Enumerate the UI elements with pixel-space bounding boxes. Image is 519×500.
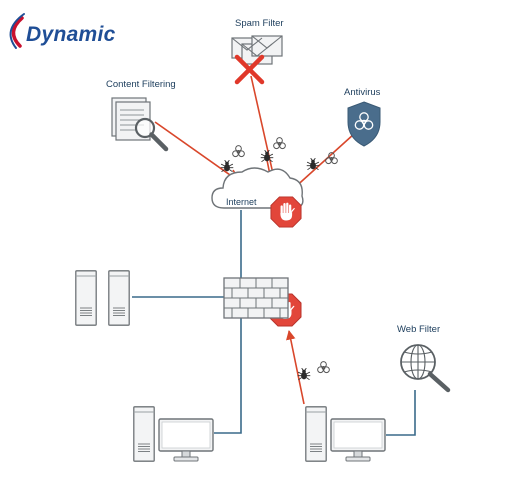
biohazard-icon: [317, 361, 330, 374]
brick-wall-icon: [223, 277, 289, 319]
dynamic-logo: Dynamic: [4, 8, 124, 52]
logo-swoosh-icon: [9, 13, 25, 49]
desktop-tower-icon: [305, 406, 327, 462]
malware-markers: [220, 137, 338, 380]
envelope-stack-with-red-x-icon: [231, 35, 283, 85]
bug-icon: [306, 158, 320, 170]
logo-text: Dynamic: [26, 23, 116, 46]
small-threat-arrow-center: [266, 159, 275, 196]
biohazard-icon: [325, 152, 338, 165]
biohazard-icon: [273, 137, 286, 150]
webfilter-pc-right-link: [386, 390, 416, 436]
spam-threat-arrow: [250, 75, 281, 197]
network-links: [132, 210, 416, 436]
server-tower-icon: [75, 270, 97, 326]
bug-icon: [220, 160, 234, 172]
content-threat-arrow: [154, 121, 275, 207]
document-magnifier-icon: [111, 97, 169, 152]
firewall-pc-left-link: [214, 318, 242, 434]
web-filter-label: Web Filter: [397, 324, 441, 335]
antivirus-label: Antivirus: [344, 87, 381, 98]
internet-label: Internet: [226, 197, 257, 207]
content-filtering-label: Content Filtering: [106, 79, 176, 90]
small-threat-arrow-left: [232, 169, 251, 199]
stop-hand-icon: [270, 196, 302, 228]
desktop-monitor-icon: [330, 418, 386, 462]
bug-icon: [260, 150, 274, 162]
server-tower-icon: [108, 270, 130, 326]
biohazard-icon: [232, 145, 245, 158]
biohazard-shield-icon: [347, 101, 381, 147]
desktop-monitor-icon: [158, 418, 214, 462]
desktop-tower-icon: [133, 406, 155, 462]
spam-filter-label: Spam Filter: [235, 18, 284, 29]
bug-icon: [297, 368, 311, 380]
stop-hand-icon: [268, 293, 302, 327]
inbound-threat-arrow: [286, 330, 305, 405]
globe-magnifier-icon: [400, 344, 451, 393]
antivirus-threat-arrow: [291, 133, 355, 191]
threat-arrows: [154, 75, 355, 405]
